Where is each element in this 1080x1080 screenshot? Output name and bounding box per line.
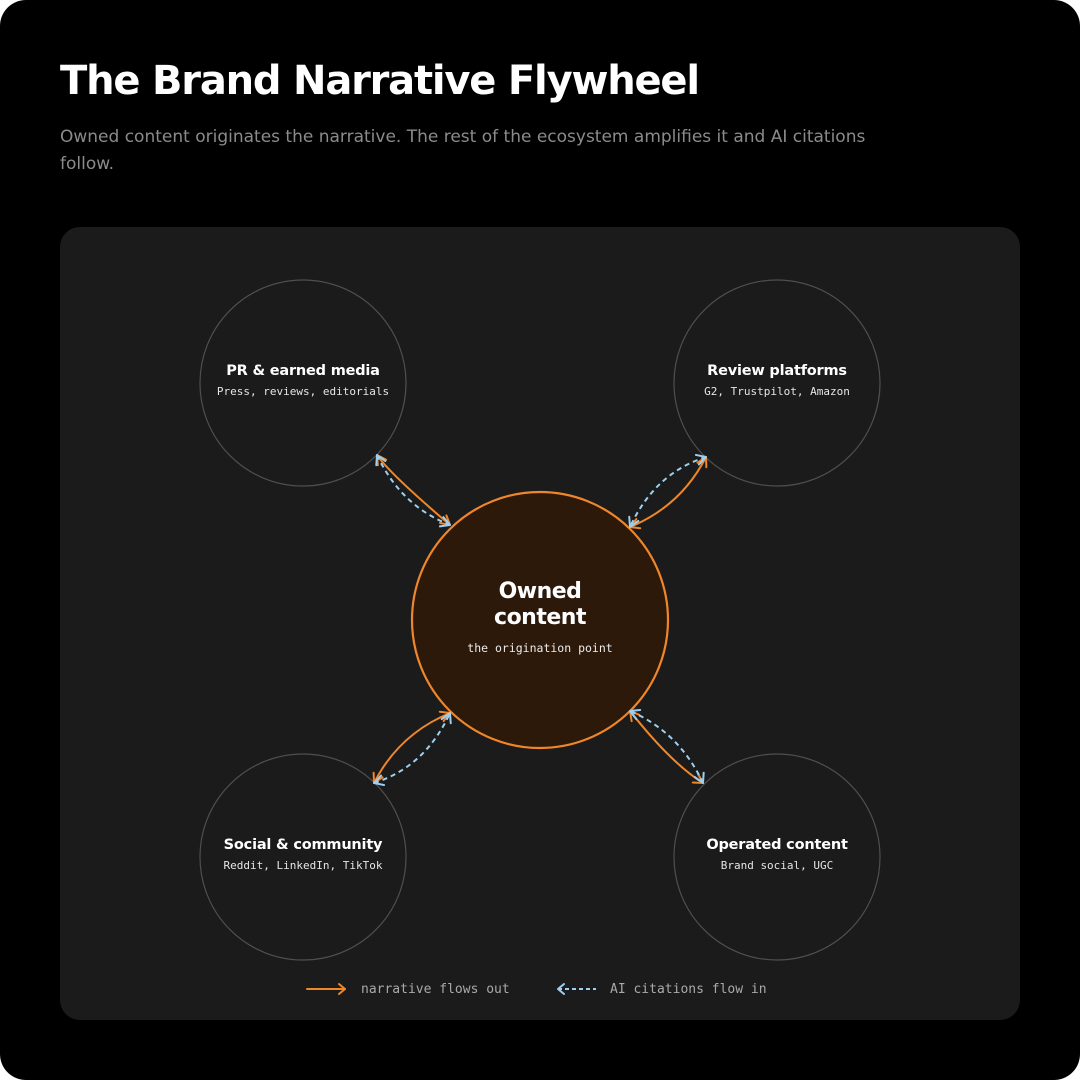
outflow-arrow-social (372, 710, 451, 784)
center-subtitle: the origination point (467, 641, 613, 655)
legend-outflow: narrative flows out (305, 979, 510, 999)
node-subtitle: Brand social, UGC (720, 859, 834, 872)
legend-inflow: AI citations flow in (554, 979, 767, 999)
center-circle (410, 490, 670, 750)
citation-arrow-operated (629, 708, 705, 784)
orange-arrow-icon (306, 983, 346, 995)
node-review-platforms: Review platforms G2, Trustpilot, Amazon (667, 361, 887, 398)
page-title: The Brand Narrative Flywheel (60, 58, 700, 104)
node-title: Review platforms (707, 363, 847, 379)
node-subtitle: Reddit, LinkedIn, TikTok (223, 859, 383, 872)
outflow-arrow-pr (376, 454, 451, 526)
node-title: Social & community (223, 837, 383, 853)
node-operated-content: Operated content Brand social, UGC (667, 835, 887, 872)
node-social-community: Social & community Reddit, LinkedIn, Tik… (193, 835, 413, 872)
citation-arrow-social (373, 712, 452, 787)
page-subtitle: Owned content originates the narrative. … (60, 127, 866, 174)
node-circle-operated (673, 753, 881, 961)
node-title: PR & earned media (226, 363, 380, 379)
node-pr-earned-media: PR & earned media Press, reviews, editor… (193, 361, 413, 398)
center-title: Owned content (494, 579, 586, 630)
citation-arrow-pr (375, 454, 451, 528)
outflow-arrow-operated (629, 710, 704, 784)
node-circle-pr (199, 279, 407, 487)
citation-arrow-reviews (628, 453, 707, 528)
node-title: Operated content (706, 837, 848, 853)
node-subtitle: Press, reviews, editorials (216, 385, 390, 398)
node-circle-reviews (673, 279, 881, 487)
center-node-owned-content: Owned content the origination point (440, 579, 640, 655)
flywheel-diagram (199, 279, 881, 961)
dashed-blue-arrow-icon (557, 983, 596, 995)
node-circle-social (199, 753, 407, 961)
outflow-arrow-reviews (629, 456, 708, 530)
legend-inflow-label: AI citations flow in (610, 981, 767, 997)
node-subtitle: G2, Trustpilot, Amazon (704, 385, 850, 398)
legend-outflow-label: narrative flows out (361, 981, 510, 997)
diagram-panel: PR & earned media Press, reviews, editor… (60, 227, 1020, 1020)
